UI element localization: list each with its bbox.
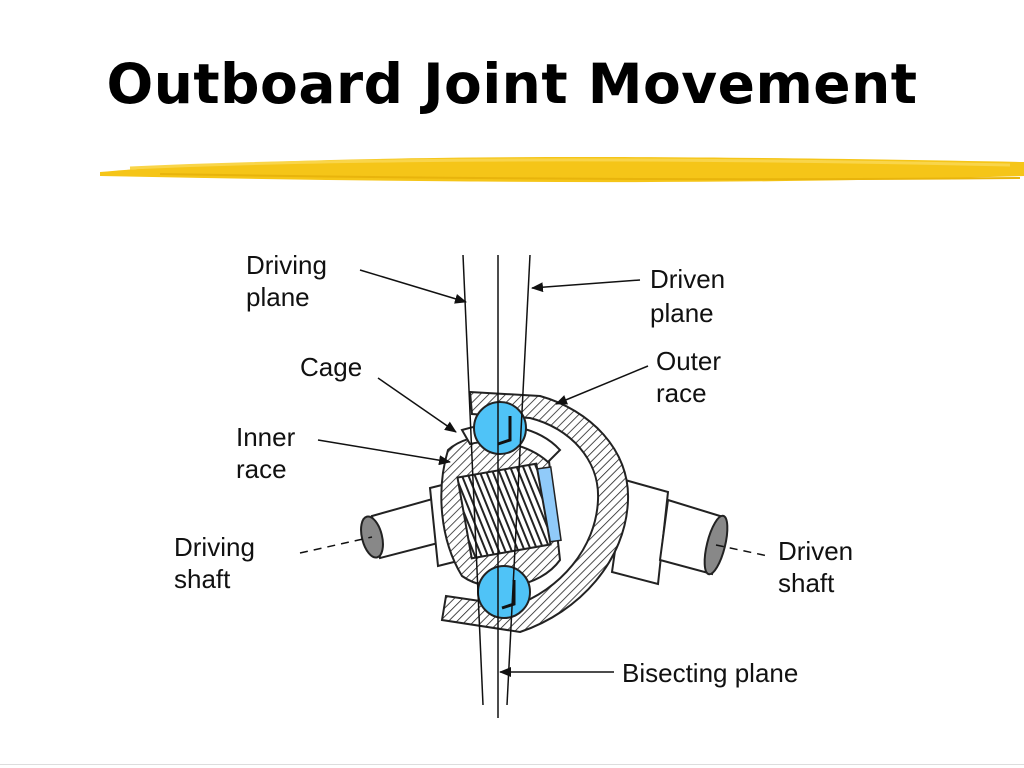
title-underline (100, 157, 1024, 183)
outer-race (440, 390, 630, 634)
label-driving-plane: Driving plane (246, 250, 334, 312)
footer-divider (0, 764, 1024, 765)
splined-hub (456, 462, 552, 560)
label-driving-shaft: Driving shaft (174, 532, 262, 594)
driven-shaft (610, 478, 729, 586)
label-bisecting-plane: Bisecting plane (622, 658, 798, 688)
ball-bottom (477, 565, 531, 619)
label-cage: Cage (300, 352, 362, 382)
slide-title: Outboard Joint Movement (106, 52, 918, 116)
driving-plane-line (462, 254, 484, 706)
driving-plane-arrow (359, 269, 467, 304)
label-driven-shaft: Driven shaft (778, 536, 860, 598)
driven-plane-arrow (531, 279, 641, 293)
driving-shaft-axis (299, 536, 373, 554)
outer-race-arrow (555, 365, 649, 405)
ball-top (473, 401, 527, 455)
label-inner-race: Inner race (236, 422, 303, 484)
driven-shaft-axis (715, 544, 769, 557)
label-outer-race: Outer race (656, 346, 728, 408)
driven-plane-line (506, 254, 531, 706)
cage-arrow (377, 377, 457, 433)
label-driven-plane: Driven plane (650, 264, 732, 328)
inner-race-arrow (317, 439, 451, 466)
